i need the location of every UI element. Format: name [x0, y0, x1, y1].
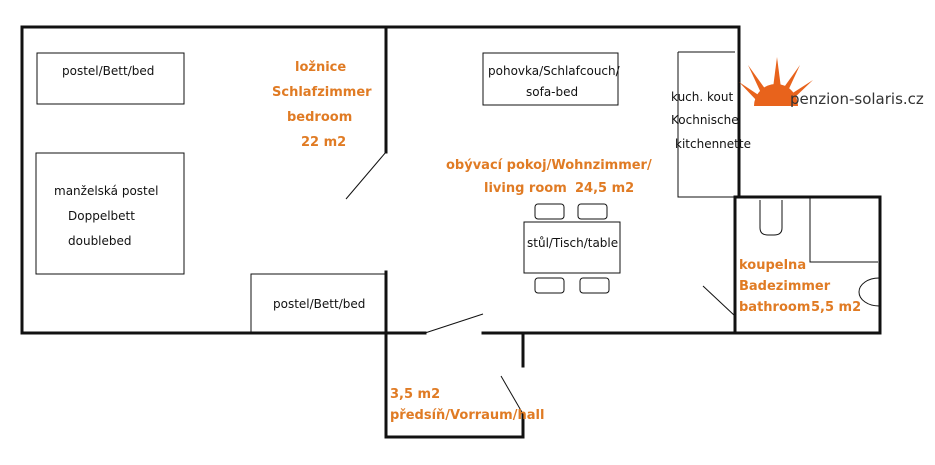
sofa: [482, 52, 619, 106]
double-bed: [35, 152, 185, 275]
bathroom-label-line3: bathroom: [739, 300, 810, 315]
furniture: [35, 51, 880, 333]
bedroom-label-line2: Schlafzimmer: [272, 85, 372, 100]
door-bedroom: [345, 151, 387, 200]
shower: [809, 197, 878, 263]
chair-bottom-right: [579, 277, 610, 294]
doors: [345, 151, 736, 415]
hall-label: předsíň/Vorraum/hall: [390, 408, 544, 423]
chair-top-right: [577, 203, 608, 220]
toilet: [759, 200, 783, 236]
bedroom-label-line1: ložnice: [295, 60, 346, 75]
bed-bottom: [250, 273, 387, 333]
logo-text: penzion-solaris.cz: [790, 90, 924, 108]
chair-top-left: [534, 203, 565, 220]
double-bed-label-line2: Doppelbett: [68, 209, 135, 223]
hall-area: 3,5 m2: [390, 387, 440, 402]
door-entrance-living: [424, 313, 484, 334]
bedroom-label-line3: bedroom: [287, 110, 352, 125]
door-bathroom: [702, 285, 736, 317]
washbasin: [858, 277, 880, 307]
bed-top: [36, 52, 185, 105]
bedroom-area: 22 m2: [301, 135, 346, 150]
kitchen-label-line2: Kochnische: [671, 113, 739, 127]
living-room-area: 24,5 m2: [575, 181, 634, 196]
walls: [20, 25, 882, 439]
kitchenette-counter: [677, 51, 735, 198]
bed-top-label: postel/Bett/bed: [62, 64, 154, 78]
bed-bottom-label: postel/Bett/bed: [273, 297, 365, 311]
table: [523, 221, 621, 274]
kitchen-label-line1: kuch. kout: [671, 90, 733, 104]
door-hall: [500, 375, 524, 415]
living-room-label-line2: living room: [484, 181, 567, 196]
double-bed-label-line1: manželská postel: [54, 184, 158, 198]
sofa-label-line2: sofa-bed: [526, 85, 578, 99]
bathroom-area: 5,5 m2: [811, 300, 861, 315]
bathroom-label-line1: koupelna: [739, 258, 806, 273]
sun-icon: [739, 57, 813, 106]
kitchen-label-line3: kitchennette: [675, 137, 751, 151]
chair-bottom-left: [534, 277, 565, 294]
table-label: stůl/Tisch/table: [527, 236, 618, 250]
sofa-label-line1: pohovka/Schlafcouch/: [488, 64, 621, 78]
logo: penzion-solaris.cz: [739, 57, 924, 108]
living-room-label-line1: obývací pokoj/Wohnzimmer/: [446, 158, 652, 173]
double-bed-label-line3: doublebed: [68, 234, 132, 248]
bathroom-label-line2: Badezimmer: [739, 279, 831, 294]
